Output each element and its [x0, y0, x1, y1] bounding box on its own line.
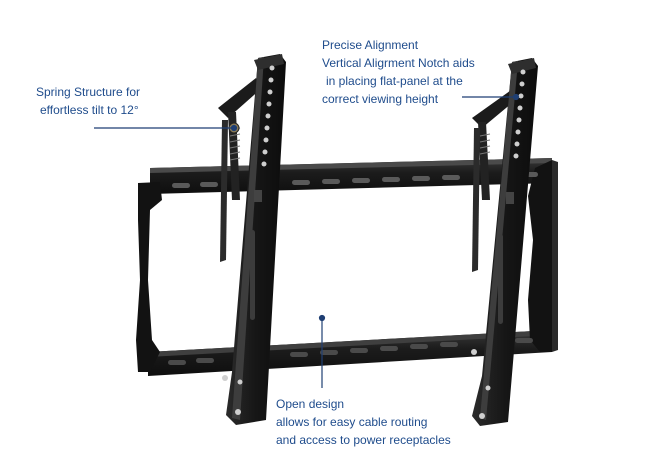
- spring-structure-callout: Spring Structure for effortless tilt to …: [36, 83, 140, 119]
- open-design-callout-line-2: allows for easy cable routing: [276, 415, 428, 429]
- right-vertical-bracket: [471, 58, 538, 426]
- precise-alignment-callout: Precise Alignment Vertical Aligrment Not…: [322, 36, 475, 108]
- left-spring-mechanism: [218, 78, 262, 262]
- alignment-callout-line-1: Precise Alignment: [322, 38, 419, 52]
- open-design-callout-line-3: and access to power receptacles: [276, 433, 451, 447]
- spring-callout-dot: [230, 124, 238, 132]
- right-spring-mechanism: [472, 88, 518, 272]
- spring-callout-line-2: effortless tilt to 12°: [40, 103, 139, 117]
- open-design-callout: Open design allows for easy cable routin…: [276, 395, 451, 449]
- alignment-callout-dot: [512, 93, 520, 101]
- left-vertical-bracket: [222, 54, 286, 425]
- spring-callout-line-1: Spring Structure for: [36, 85, 141, 99]
- alignment-callout-line-3: in placing flat-panel at the: [326, 74, 463, 88]
- open-design-callout-dot: [318, 314, 326, 322]
- callout-lines: [94, 93, 520, 388]
- open-design-callout-line-1: Open design: [276, 397, 345, 411]
- alignment-callout-line-4: correct viewing height: [322, 92, 439, 106]
- alignment-callout-line-2: Vertical Aligrment Notch aids: [322, 56, 475, 70]
